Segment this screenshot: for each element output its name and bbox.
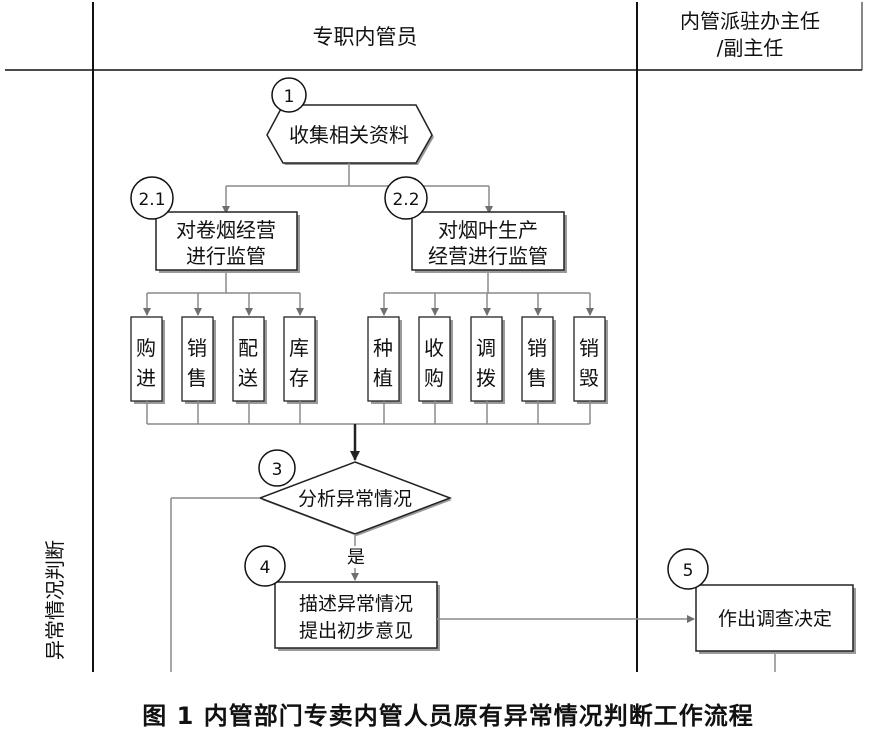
step-5-investigation-decision: 作出调查决定 5 [667,548,856,654]
cigarette-item-purchase-char1: 购 [136,336,156,360]
step-3-number: 3 [272,460,283,480]
leaf-item-sales-char1: 销 [527,336,547,360]
step-2-2-badge [384,176,428,220]
yes-branch-label: 是 [347,547,365,568]
leaf-item-destruction-char1: 销 [579,336,599,360]
cigarette-item-inventory-char2: 存 [289,366,309,390]
connector-items-to-3 [146,401,591,461]
cigarette-item-sales-char2: 售 [187,366,207,390]
connector-3-no-branch [170,497,260,672]
connector-2-2-to-items [380,273,594,316]
step-3-label: 分析异常情况 [298,488,412,510]
leaf-item-planting: 种 植 [367,316,402,404]
leaf-item-allocation: 调 拨 [470,316,505,404]
cigarette-item-purchase: 购 进 [130,316,165,404]
step-4-badge [244,545,286,587]
step-3-badge [258,449,296,487]
yes-label-bg [343,546,369,568]
step-2-2-number: 2.2 [392,190,419,210]
leaf-item-sales-char2: 售 [527,366,547,390]
leaf-item-planting-char1: 种 [373,336,393,360]
flowchart: 专职内管员 内管派驻办主任 /副主任 异常情况判断 收集相关资料 1 对卷烟经营… [5,2,863,672]
leaf-item-planting-char2: 植 [373,366,393,390]
leaf-item-purchasing-char2: 购 [424,366,444,390]
step-3-analyze-anomaly: 分析异常情况 3 [257,449,453,536]
step-2-1-cigarette-supervision: 对卷烟经营 进行监管 2.1 [130,176,300,273]
connector-1-to-2 [222,163,493,214]
cigarette-item-inventory: 库 存 [283,316,318,404]
step-2-2-tobacco-leaf-supervision: 对烟叶生产 经营进行监管 2.2 [384,176,567,273]
cigarette-item-purchase-char2: 进 [136,366,156,390]
step-2-1-line1: 对卷烟经营 [176,218,276,242]
cigarette-item-inventory-char1: 库 [289,336,309,360]
step-2-1-line2: 进行监管 [186,244,266,268]
step-1-label: 收集相关资料 [289,123,409,147]
step-4-describe-anomaly: 描述异常情况 提出初步意见 4 [244,545,440,651]
step-4-line2: 提出初步意见 [299,620,413,642]
connector-2-1-to-items [143,273,304,316]
step-1-badge [271,77,307,113]
leaf-item-purchasing: 收 购 [418,316,453,404]
lane-row-label: 异常情况判断 [43,540,67,660]
swimlane-frame [5,2,863,672]
step-1-number: 1 [284,87,295,107]
step-4-number: 4 [260,558,271,578]
step-2-2-line1: 对烟叶生产 [438,218,538,242]
figure-caption: 图 1 内管部门专卖内管人员原有异常情况判断工作流程 [142,702,754,730]
cigarette-item-delivery-char1: 配 [238,336,258,360]
step-2-1-number: 2.1 [138,190,165,210]
leaf-item-allocation-char2: 拨 [476,366,496,390]
lane-header-full-time-manager: 专职内管员 [313,25,418,49]
cigarette-item-delivery-char2: 送 [238,366,258,390]
leaf-item-destruction-char2: 毁 [579,366,599,390]
lane-header-director-line2: /副主任 [717,36,784,60]
cigarette-item-sales-char1: 销 [187,336,207,360]
leaf-item-allocation-char1: 调 [476,336,496,360]
lane-header-director-line1: 内管派驻办主任 [680,9,820,33]
cigarette-item-delivery: 配 送 [232,316,267,404]
cigarette-item-sales: 销 售 [181,316,216,404]
step-5-badge [667,548,709,590]
step-2-1-badge [130,176,174,220]
leaf-item-destruction: 销 毁 [573,316,608,404]
leaf-item-sales: 销 售 [521,316,556,404]
step-2-2-line2: 经营进行监管 [428,244,548,268]
step-5-label: 作出调查决定 [718,608,832,630]
step-1-collect-data: 收集相关资料 1 [266,77,434,165]
step-4-line1: 描述异常情况 [299,593,413,615]
leaf-item-purchasing-char1: 收 [424,336,444,360]
step-5-number: 5 [683,561,694,581]
